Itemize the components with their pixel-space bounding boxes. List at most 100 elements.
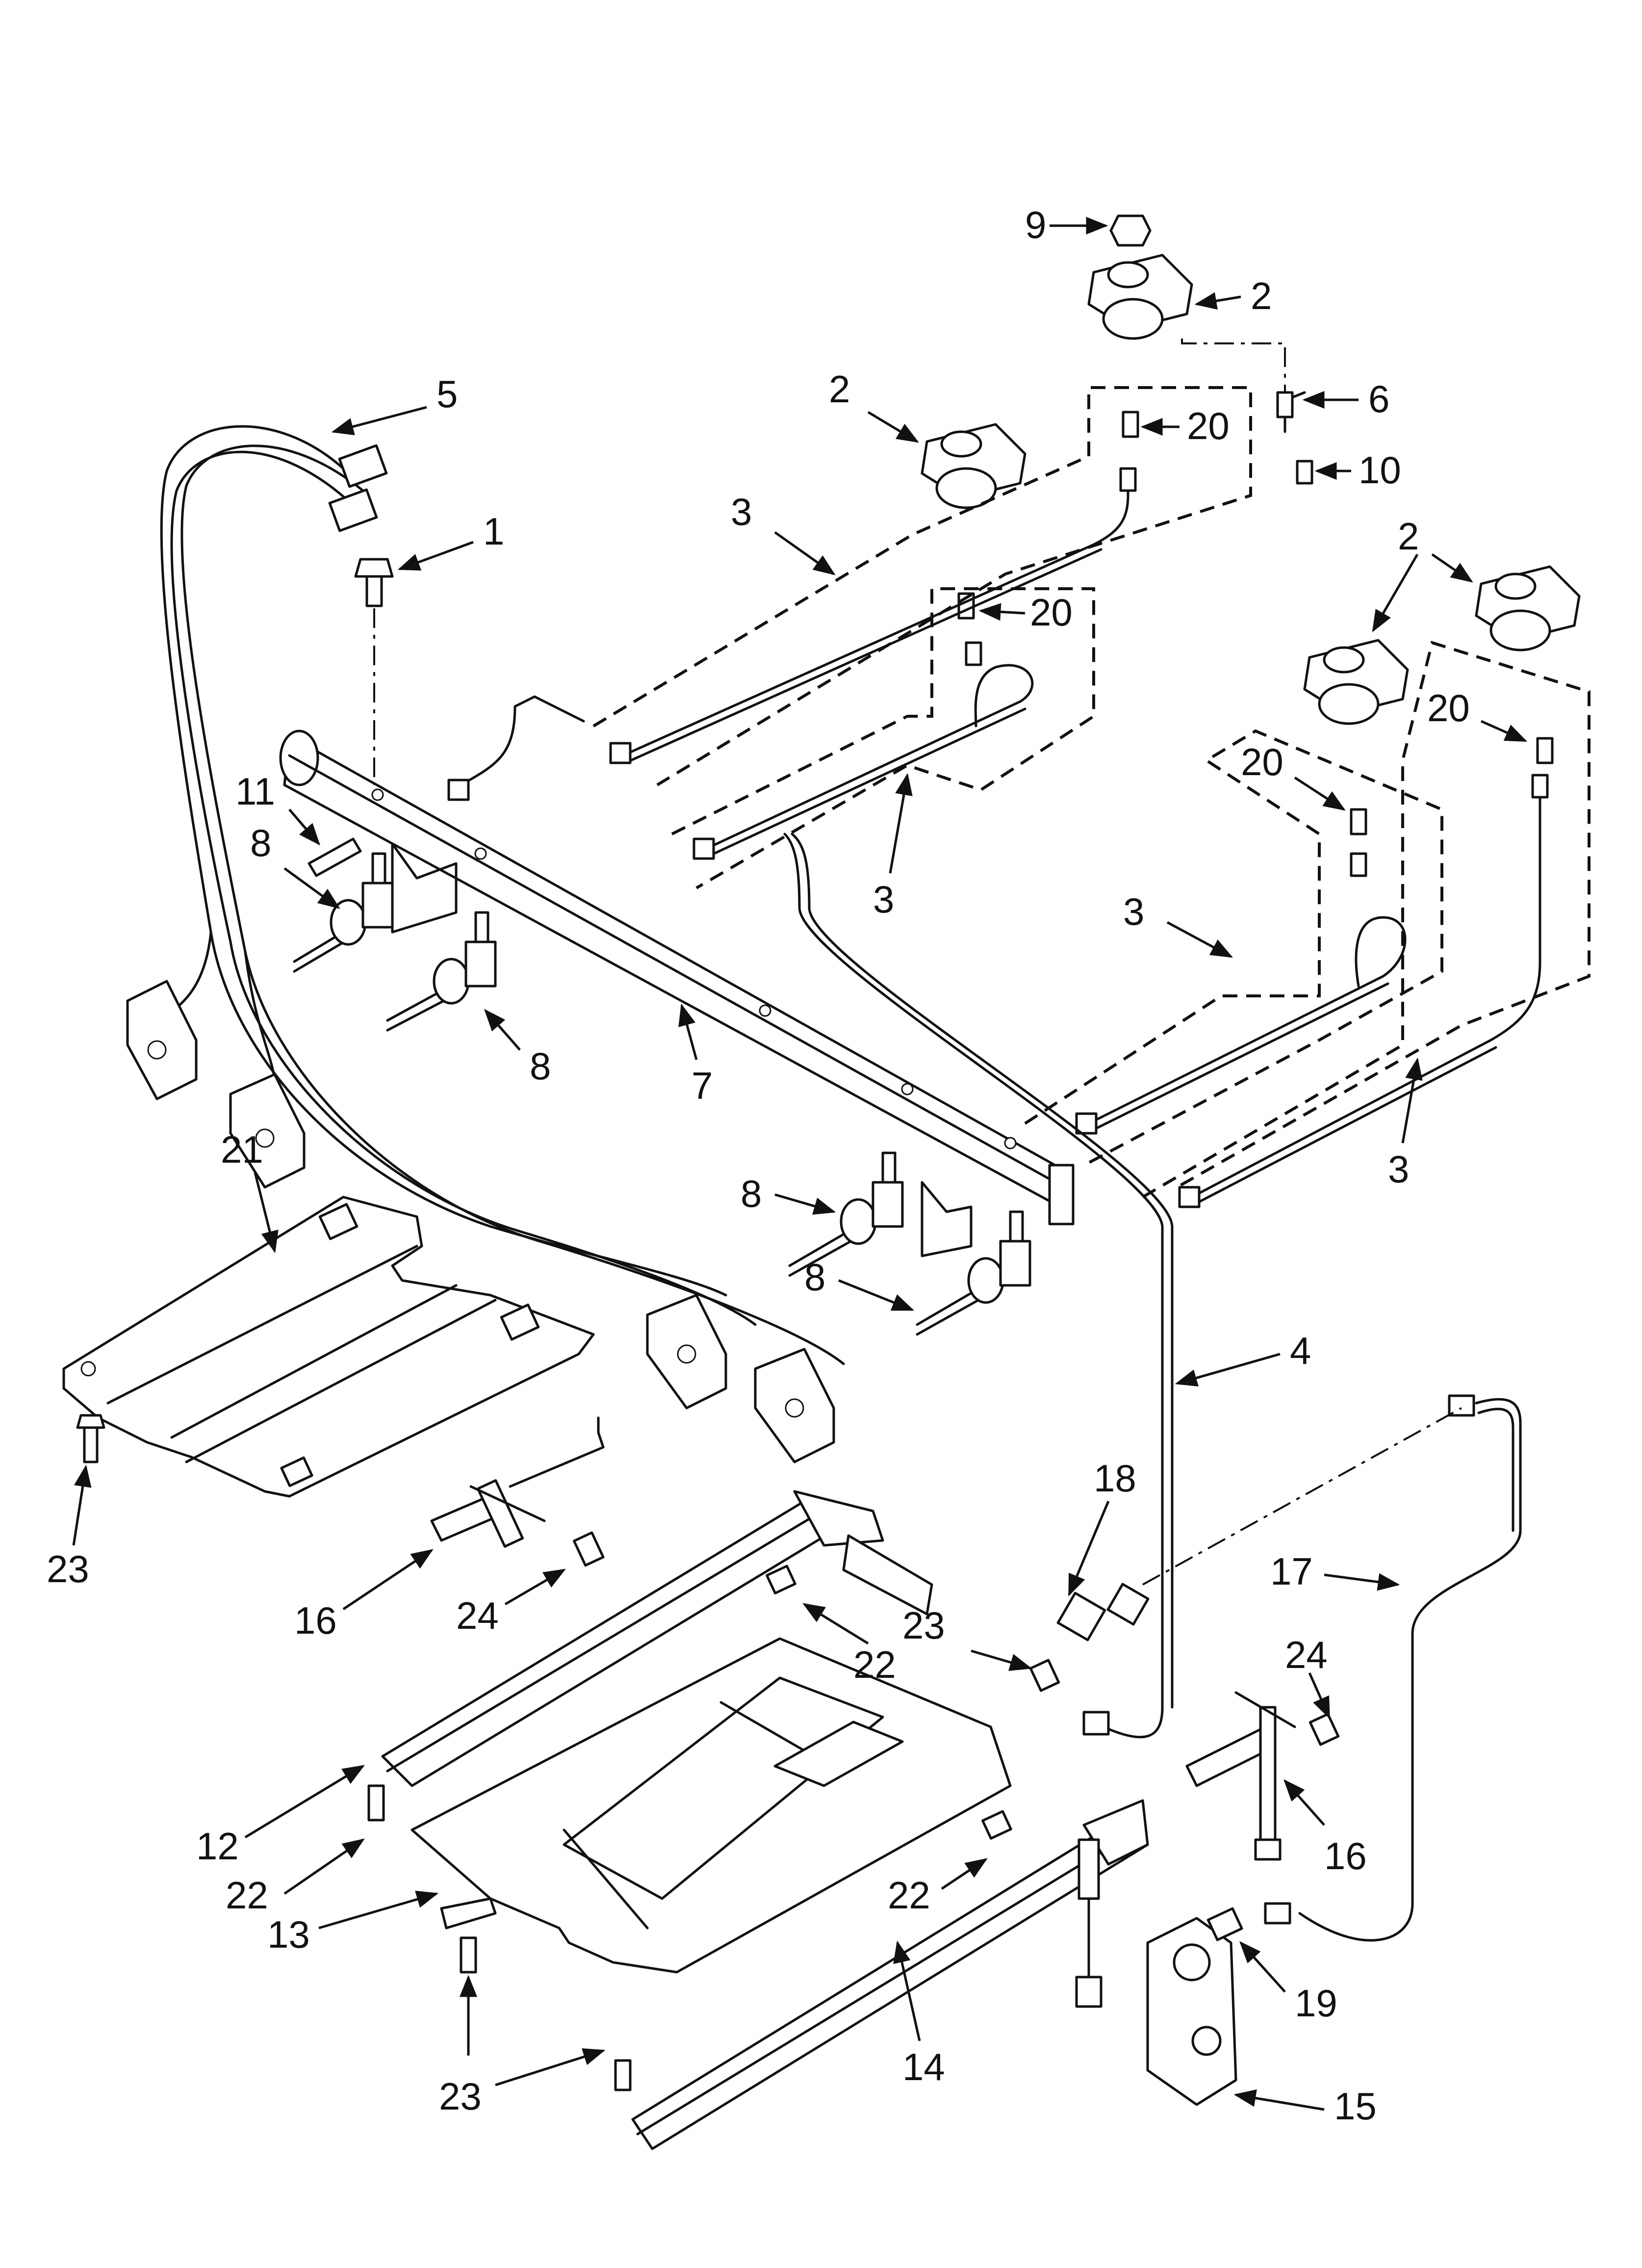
- burner-tube: [592, 386, 1252, 786]
- callout-22: 22: [888, 1858, 988, 1917]
- callout-19: 19: [1239, 1941, 1337, 2025]
- callout-label: 20: [1030, 591, 1073, 634]
- feed-tube: [447, 695, 585, 801]
- callout-1: 1: [397, 510, 504, 571]
- callout-4: 4: [1175, 1329, 1311, 1387]
- callout-label: 24: [456, 1594, 499, 1637]
- igniter-switch: [646, 1294, 727, 1409]
- callout-label: 20: [1187, 404, 1230, 447]
- callout-20: 20: [1140, 404, 1230, 447]
- tray-screw: [766, 1564, 796, 1594]
- callout-18: 18: [1068, 1457, 1136, 1597]
- callout-label: 2: [829, 367, 850, 411]
- callout-8: 8: [250, 821, 340, 909]
- burner-head: [1303, 639, 1409, 725]
- callout-3: 3: [1123, 890, 1233, 958]
- callout-label: 2: [1251, 274, 1272, 317]
- burner-head: [1475, 565, 1581, 652]
- callout-8: 8: [484, 1009, 551, 1088]
- callout-label: 1: [483, 510, 504, 553]
- burner-valve: [916, 1210, 1031, 1336]
- callout-2: 2: [1194, 274, 1272, 317]
- callout-label: 21: [221, 1128, 263, 1171]
- callout-label: 5: [436, 372, 458, 416]
- callout-22: 22: [226, 1838, 365, 1917]
- callout-label: 4: [1290, 1329, 1311, 1372]
- burner-tube: [1024, 729, 1443, 1164]
- valve-fitting: [1206, 1907, 1243, 1941]
- callout-label: 7: [692, 1064, 713, 1107]
- callout-label: 22: [888, 1874, 930, 1917]
- tray-screw: [614, 2059, 632, 2091]
- wiring-harness: [155, 425, 845, 1365]
- bracket-screw: [308, 837, 362, 877]
- callout-label: 13: [267, 1913, 310, 1956]
- callout-label: 10: [1359, 448, 1401, 492]
- burner-tube: [1142, 641, 1591, 1208]
- callout-label: 16: [1324, 1834, 1367, 1877]
- callout-label: 15: [1334, 2085, 1377, 2128]
- electrode-screw: [1296, 460, 1313, 485]
- igniter-switch: [126, 980, 198, 1100]
- callout-label: 23: [439, 2075, 482, 2118]
- orifice-screw: [1029, 1659, 1060, 1692]
- burner-tube: [671, 587, 1095, 889]
- callout-23: 23: [902, 1604, 1032, 1671]
- callout-14: 14: [893, 1940, 945, 2088]
- tray-screw: [367, 1784, 385, 1822]
- callout-5: 5: [331, 372, 458, 436]
- callout-label: 2: [1398, 515, 1419, 558]
- callout-label: 3: [873, 878, 894, 921]
- burner-screw: [981, 1810, 1012, 1840]
- callout-label: 12: [196, 1825, 239, 1868]
- callout-label: 9: [1025, 203, 1046, 246]
- burner-valve: [293, 852, 394, 973]
- callout-8: 8: [741, 1172, 836, 1215]
- callout-24: 24: [456, 1568, 566, 1637]
- igniter-screw: [572, 1531, 605, 1567]
- callout-label: 23: [47, 1547, 89, 1590]
- shield-screw: [76, 1414, 105, 1463]
- burner-head: [921, 423, 1026, 509]
- callout-17: 17: [1270, 1550, 1400, 1593]
- callout-13: 13: [267, 1891, 439, 1956]
- callout-3: 3: [1388, 1057, 1423, 1191]
- callout-2: 2: [829, 367, 919, 443]
- callout-label: 20: [1241, 740, 1283, 783]
- orifice: [1350, 808, 1367, 835]
- callout-label: 24: [1285, 1633, 1328, 1676]
- spark-electrode: [1181, 339, 1306, 433]
- callout-label: 8: [250, 821, 271, 864]
- igniter-screw: [1308, 1713, 1340, 1746]
- callout-label: 6: [1368, 377, 1389, 420]
- oven-igniter: [430, 1416, 605, 1548]
- callout-20: 20: [1427, 686, 1528, 742]
- oven-igniter: [1185, 1691, 1296, 1861]
- hex-nut: [1109, 214, 1152, 247]
- callout-label: 3: [1123, 890, 1144, 933]
- igniter-switch: [754, 1348, 835, 1463]
- callout-label: 23: [902, 1604, 945, 1647]
- callout-label: 22: [853, 1643, 896, 1686]
- burner-tray: [410, 1637, 1012, 1974]
- callout-6: 6: [1302, 377, 1389, 420]
- callout-label: 18: [1094, 1457, 1136, 1500]
- callout-9: 9: [1025, 203, 1108, 246]
- callout-label: 8: [530, 1044, 551, 1088]
- callout-10: 10: [1314, 448, 1401, 492]
- callout-23: 23: [47, 1464, 92, 1590]
- callout-3: 3: [731, 490, 836, 575]
- burner-valve: [386, 911, 497, 1032]
- callout-7: 7: [678, 1003, 713, 1107]
- burner-valve: [788, 1151, 904, 1277]
- callout-label: 16: [294, 1599, 337, 1642]
- oven-supply-tube: [783, 833, 1174, 1739]
- callout-label: 17: [1270, 1550, 1313, 1593]
- callout-11: 11: [235, 770, 320, 846]
- manifold-screw: [354, 558, 394, 785]
- callout-label: 20: [1427, 686, 1470, 730]
- callout-label: 14: [902, 2045, 945, 2088]
- burner-head: [1087, 254, 1193, 340]
- oven-gas-tube: [1264, 1394, 1522, 1942]
